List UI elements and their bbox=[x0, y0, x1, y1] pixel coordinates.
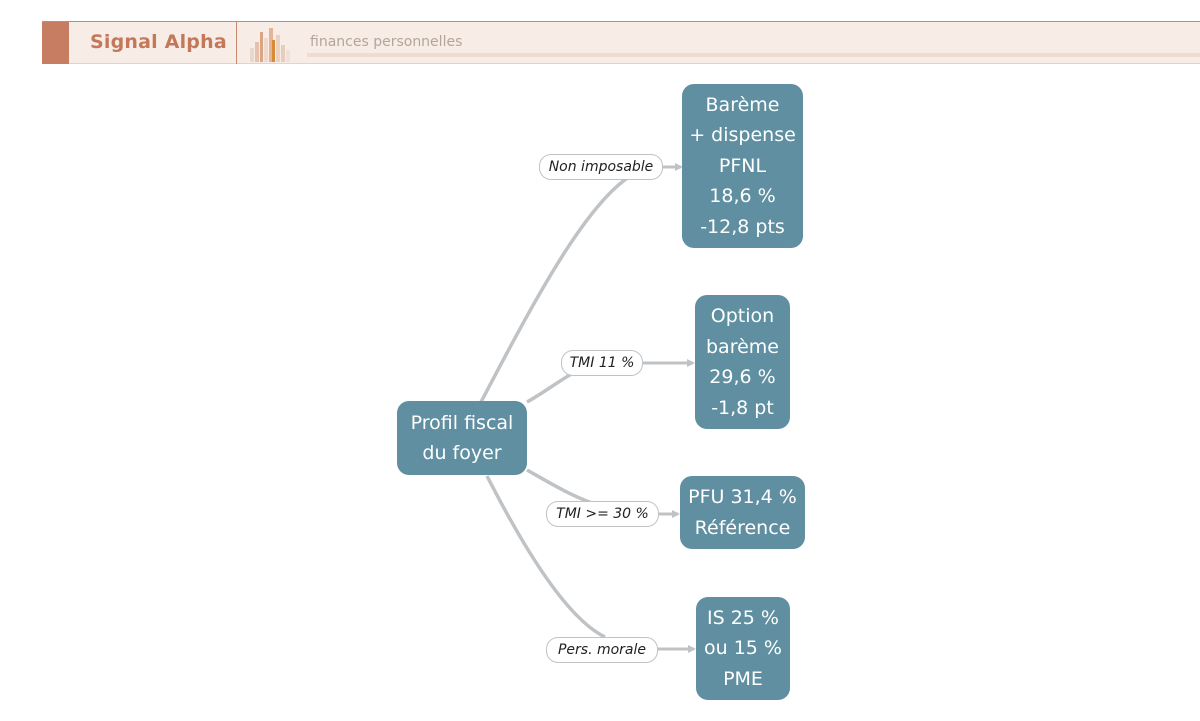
site-tagline: finances personnelles bbox=[310, 34, 463, 50]
edge-label-tmi-11: TMI 11 % bbox=[561, 350, 643, 376]
site-header: Signal Alpha finances personnelles bbox=[42, 21, 1200, 64]
bar-chart-logo-icon bbox=[250, 28, 290, 62]
tagline-underline bbox=[307, 53, 1200, 57]
edge-pers-morale bbox=[485, 475, 606, 639]
leaf-node-line: -12,8 pts bbox=[700, 215, 785, 238]
brand-color-block bbox=[42, 22, 69, 64]
edge-label-non-imposable: Non imposable bbox=[539, 154, 663, 180]
edge-tmi-30 bbox=[526, 468, 593, 505]
root-node: Profil fiscal du foyer bbox=[397, 401, 527, 475]
leaf-node-line: 18,6 % bbox=[709, 185, 776, 208]
leaf-node-line: + dispense bbox=[689, 124, 796, 147]
leaf-node-line: PME bbox=[723, 667, 763, 690]
leaf-node-line: barème bbox=[706, 335, 779, 358]
leaf-node-line: -1,8 pt bbox=[711, 396, 774, 419]
leaf-node-pers-morale: IS 25 % ou 15 % PME bbox=[696, 597, 790, 700]
leaf-node-line: 29,6 % bbox=[709, 366, 776, 388]
root-node-line: Profil fiscal bbox=[410, 411, 514, 434]
leaf-node-line: PFNL bbox=[718, 154, 767, 177]
leaf-node-line: IS 25 % bbox=[707, 606, 779, 629]
edge-tmi-11 bbox=[526, 370, 576, 404]
edge-label-tmi-30: TMI >= 30 % bbox=[546, 501, 659, 527]
header-divider bbox=[236, 22, 237, 64]
leaf-node-line: PFU 31,4 % bbox=[688, 486, 797, 508]
edge-label-pers-morale: Pers. morale bbox=[546, 637, 658, 663]
leaf-node-tmi-11: Option barème 29,6 % -1,8 pt bbox=[695, 295, 790, 429]
leaf-node-line: Barème bbox=[705, 93, 780, 116]
root-node-line: du foyer bbox=[422, 442, 502, 464]
brand-name[interactable]: Signal Alpha bbox=[90, 31, 227, 53]
leaf-node-tmi-30: PFU 31,4 % Référence bbox=[680, 476, 805, 549]
leaf-node-line: Option bbox=[710, 305, 775, 327]
leaf-node-line: ou 15 % bbox=[704, 637, 782, 660]
leaf-node-non-imposable: Barème + dispense PFNL 18,6 % -12,8 pts bbox=[682, 84, 803, 248]
leaf-node-line: Référence bbox=[694, 516, 791, 539]
